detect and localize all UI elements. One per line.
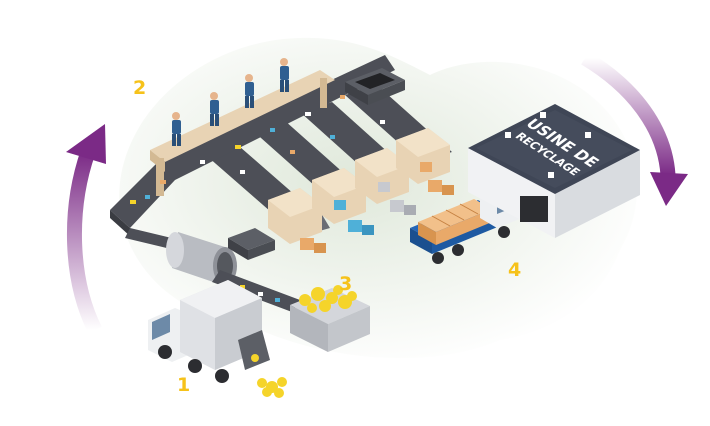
worker-3	[245, 74, 254, 108]
worker-4	[280, 58, 289, 92]
cardboard-cargo	[418, 199, 492, 245]
branch-hoods	[268, 128, 450, 244]
recycling-plant: USINE DE RECYCLAGE	[468, 104, 640, 238]
sorting-line	[110, 55, 454, 253]
sorted-bales	[300, 162, 454, 253]
waste-items	[130, 80, 385, 204]
step-number-1: 1	[177, 374, 190, 396]
worker-2	[210, 92, 219, 126]
cycle-arrow-left-icon	[66, 124, 106, 334]
worker-1	[172, 112, 181, 146]
trommel-and-feed	[125, 228, 300, 312]
worker-platform	[150, 70, 335, 162]
cycle-arrow-right-icon	[581, 51, 688, 206]
fines-container	[228, 228, 275, 260]
collection-truck	[148, 280, 287, 398]
step-number-3: 3	[339, 273, 352, 295]
step-number-4: 4	[508, 259, 521, 281]
yellow-waste-bin	[290, 285, 370, 352]
residual-waste-container	[345, 68, 405, 105]
sorting-workers	[172, 58, 289, 146]
step-number-2: 2	[133, 77, 146, 99]
